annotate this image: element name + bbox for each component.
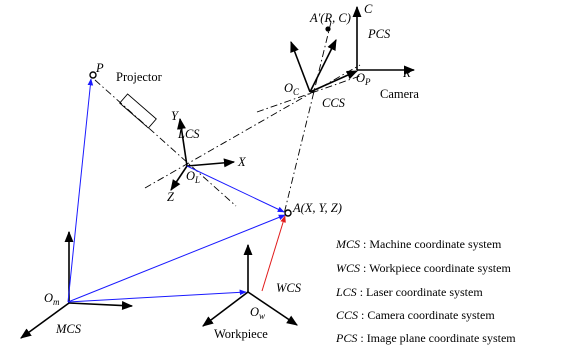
camera-label: Camera <box>380 87 419 101</box>
ccs-label: CCS <box>322 96 346 110</box>
legend-item-lcs: LCS : Laser coordinate system <box>335 285 483 299</box>
ccs-x-axis <box>309 70 359 93</box>
workpiece-label: Workpiece <box>214 327 268 341</box>
projector-label: Projector <box>116 70 163 84</box>
mcs-y-axis <box>20 302 70 339</box>
legend: MCS : Machine coordinate system WCS : Wo… <box>335 237 516 345</box>
vector-om-to-ow <box>67 289 247 303</box>
point-a-prime-marker <box>325 26 331 32</box>
wcs-x-axis <box>247 291 298 326</box>
lcs-z-axis <box>170 165 188 191</box>
origin-ol-label: OL <box>186 169 200 185</box>
ccs-z-axis <box>309 38 337 93</box>
lcs-axes <box>170 117 236 191</box>
origin-ow-label: Ow <box>250 305 265 321</box>
point-a-prime-label: A'(R, C) <box>309 11 351 25</box>
blue-vectors <box>67 78 286 303</box>
lcs-x-axis <box>186 158 236 168</box>
projector-body <box>119 93 157 129</box>
wcs-y-axis <box>202 291 249 327</box>
projector-laser-line <box>94 79 237 207</box>
lcs-z-axis-label: Z <box>167 190 175 204</box>
lcs-y-axis <box>177 117 188 167</box>
ccs-axes <box>290 38 359 93</box>
vector-om-to-p <box>67 78 94 303</box>
origin-om-label: Om <box>44 291 60 307</box>
vector-ow-to-a <box>261 215 286 292</box>
vector-ol-to-a <box>186 165 285 213</box>
origin-op-label: OP <box>356 71 371 87</box>
camera-axis-line <box>256 75 361 113</box>
legend-item-wcs: WCS : Workpiece coordinate system <box>336 261 511 275</box>
origin-oc-label: OC <box>284 81 300 97</box>
wcs-axes <box>202 243 298 327</box>
pcs-label: PCS <box>367 27 391 41</box>
point-p-marker <box>89 71 97 79</box>
lcs-x-axis-label: X <box>237 155 247 169</box>
mcs-x-axis <box>68 301 134 310</box>
mcs-label: MCS <box>55 322 82 336</box>
pcs-axes <box>352 5 416 75</box>
camera-ray-line <box>283 21 332 215</box>
legend-item-ccs: CCS : Camera coordinate system <box>336 308 495 322</box>
pcs-c-axis-label: C <box>364 2 373 16</box>
point-a-marker <box>284 209 292 217</box>
wcs-label: WCS <box>276 281 302 295</box>
legend-item-pcs: PCS : Image plane coordinate system <box>335 331 516 345</box>
legend-item-mcs: MCS : Machine coordinate system <box>335 237 502 251</box>
ccs-y-axis <box>290 40 311 93</box>
point-a-label: A(X, Y, Z) <box>292 201 342 215</box>
vector-om-to-a <box>67 214 286 303</box>
lcs-y-axis-label: Y <box>171 109 180 123</box>
pcs-r-axis-label: R <box>402 66 411 80</box>
lcs-label: LCS <box>177 127 200 141</box>
point-p-label: P <box>95 61 104 75</box>
